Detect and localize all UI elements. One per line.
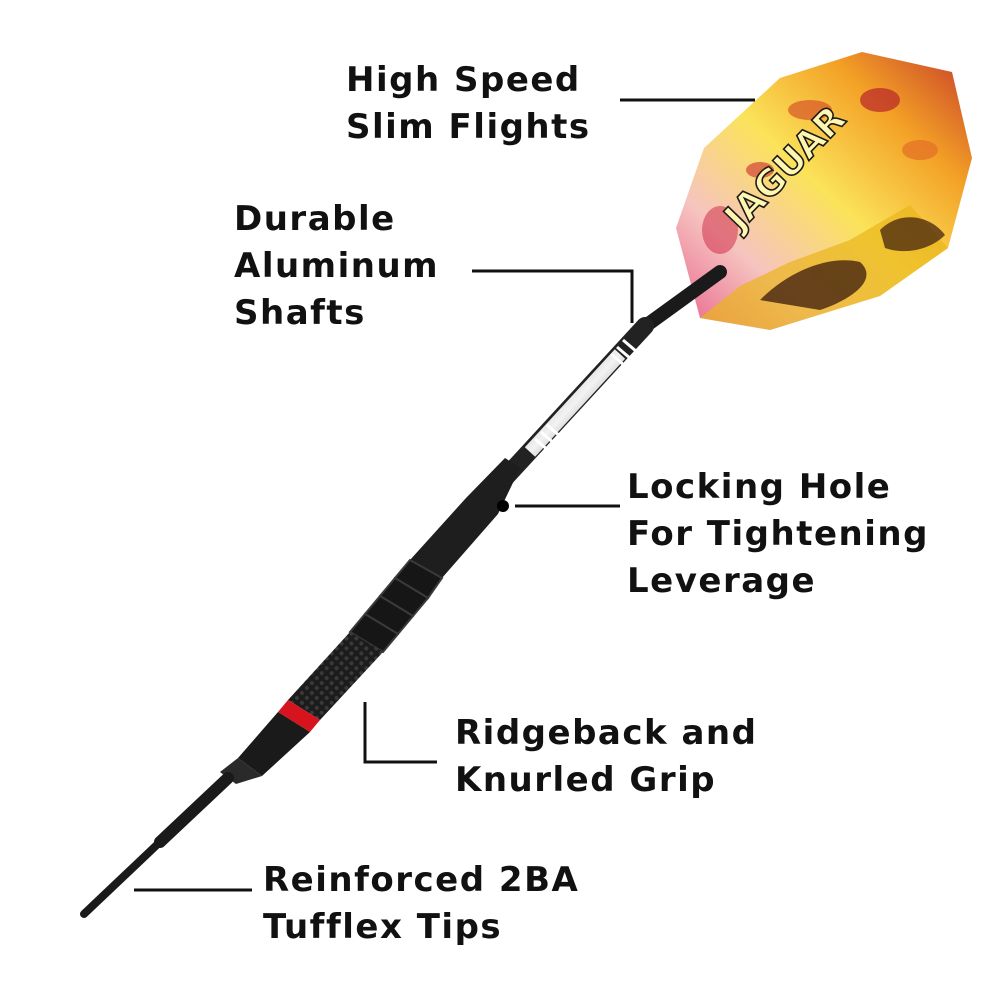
callout-locking-hole: Locking Hole For Tightening Leverage bbox=[627, 467, 929, 601]
flight: JAGUAR bbox=[676, 52, 972, 330]
locking-hole bbox=[497, 500, 509, 512]
grip-band bbox=[278, 700, 320, 732]
shaft bbox=[496, 265, 727, 487]
tip bbox=[80, 772, 234, 918]
callout-grip: Ridgeback and Knurled Grip bbox=[455, 713, 758, 800]
callout-flights: High Speed Slim Flights bbox=[346, 60, 591, 147]
callout-tips: Reinforced 2BA Tufflex Tips bbox=[263, 860, 580, 947]
barrel bbox=[220, 458, 520, 784]
callout-shafts: Durable Aluminum Shafts bbox=[234, 199, 440, 333]
leader-lines bbox=[134, 98, 755, 892]
